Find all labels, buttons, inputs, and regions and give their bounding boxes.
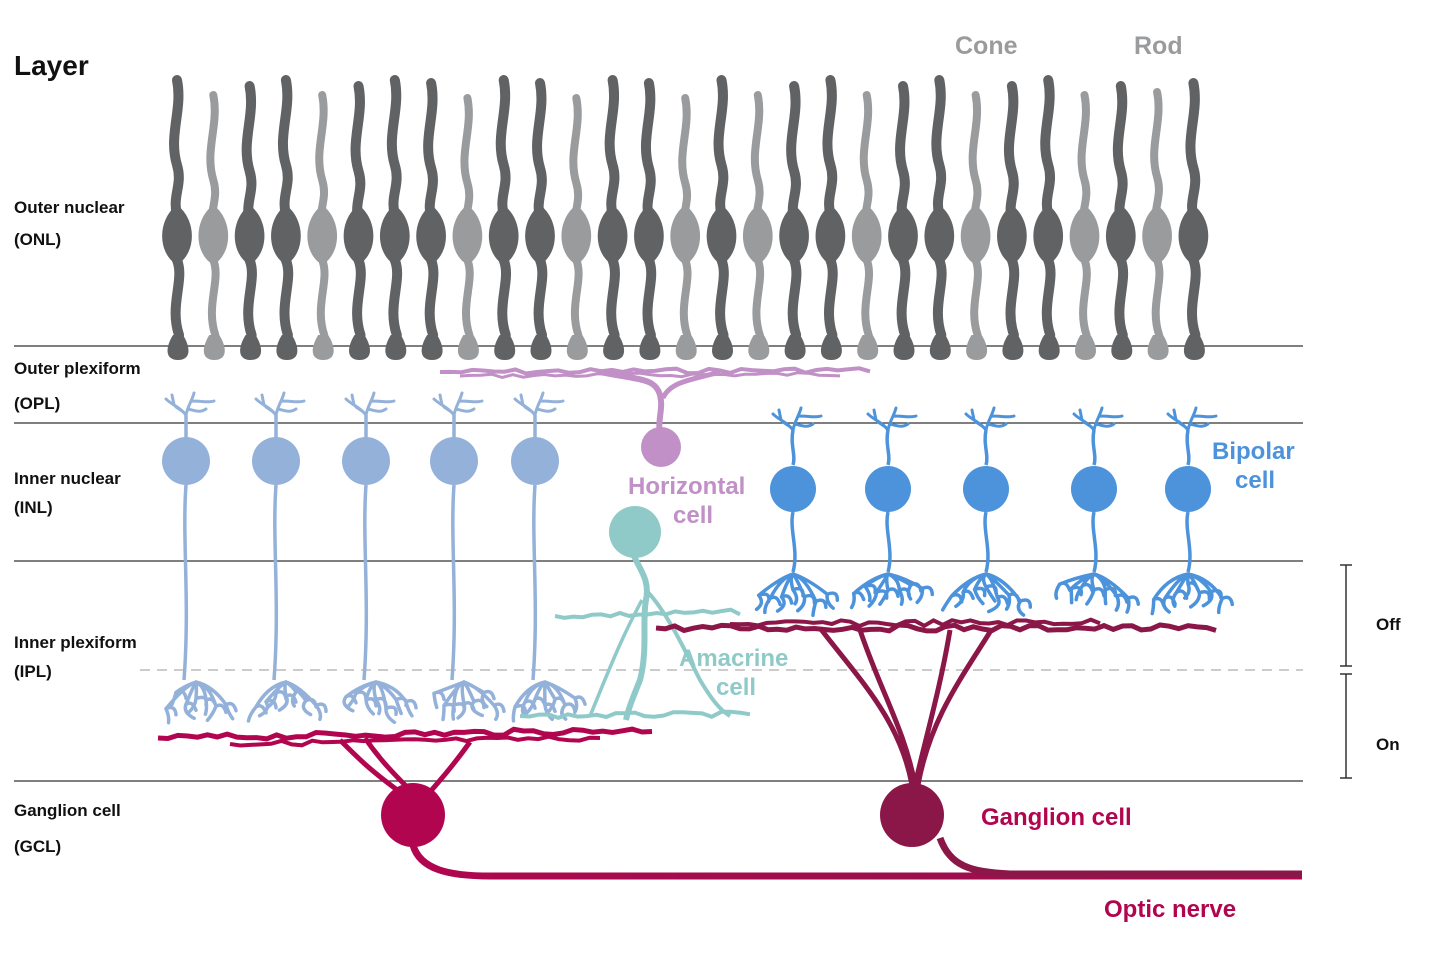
rod-cell xyxy=(525,78,555,360)
optic-nerve-on xyxy=(409,843,1302,880)
bipolar-cell-label-line2: cell xyxy=(1235,467,1276,494)
off-bipolar-cells xyxy=(754,406,1235,618)
optic-nerve-off xyxy=(936,836,1302,878)
horizontal-cell xyxy=(439,366,871,467)
bipolar-cell-on xyxy=(162,391,238,725)
photoreceptor-row xyxy=(162,75,1209,360)
bipolar-cell-off xyxy=(754,406,840,618)
rod-cell xyxy=(1105,81,1136,360)
cone-cell xyxy=(742,91,773,360)
optic-nerve-label: Optic nerve xyxy=(1104,896,1237,923)
layer-onl-abbr: (ONL) xyxy=(14,230,62,249)
rod-cell xyxy=(379,75,410,360)
cone-cell xyxy=(307,91,338,360)
rod-cell xyxy=(779,81,809,360)
bipolar-cell-off xyxy=(1054,406,1141,614)
cone-cell xyxy=(960,91,991,360)
amacrine-cell-label-line1: Amacrine xyxy=(679,645,789,672)
rod-cell xyxy=(888,81,918,360)
rod-cell xyxy=(924,75,955,360)
layer-ipl-name: Inner plexiform xyxy=(14,633,137,652)
rod-cell xyxy=(1178,78,1209,360)
cone-cell xyxy=(452,94,483,360)
cone-cell xyxy=(851,91,882,360)
layer-inl-abbr: (INL) xyxy=(14,498,53,517)
rod-cell xyxy=(634,78,664,360)
bipolar-cell-off xyxy=(1150,406,1235,616)
off-sublayer-label: Off xyxy=(1376,615,1401,634)
rod-label: Rod xyxy=(1134,32,1183,60)
bipolar-cell-on xyxy=(511,391,587,723)
cone-label: Cone xyxy=(955,32,1018,60)
rod-cell xyxy=(234,81,265,360)
ganglion-cell-label: Ganglion cell xyxy=(981,804,1132,831)
bipolar-cell-off xyxy=(849,406,935,610)
layer-gcl-abbr: (GCL) xyxy=(14,837,62,856)
rod-cell xyxy=(343,81,374,360)
rod-cell xyxy=(597,75,628,360)
rod-cell xyxy=(997,81,1027,360)
ganglion-cells xyxy=(157,617,1302,880)
on-sublayer-label: On xyxy=(1376,735,1400,754)
rod-cell xyxy=(162,75,192,360)
layer-opl-abbr: (OPL) xyxy=(14,394,61,413)
bipolar-cell-on xyxy=(430,391,506,722)
layer-ipl-abbr: (IPL) xyxy=(14,662,52,681)
amacrine-cell xyxy=(519,506,751,721)
bipolar-cell-off xyxy=(940,406,1033,617)
on-bipolar-cells xyxy=(162,391,587,725)
cone-cell xyxy=(198,91,229,360)
bipolar-cell-label-line1: Bipolar xyxy=(1212,438,1295,465)
cone-cell xyxy=(1142,88,1172,360)
rod-cell xyxy=(706,75,737,360)
layer-opl-name: Outer plexiform xyxy=(14,359,141,378)
rod-cell xyxy=(815,75,846,360)
cone-cell xyxy=(1069,91,1100,360)
off-on-bracket xyxy=(1340,564,1352,779)
cone-cell xyxy=(561,94,592,360)
layer-onl-name: Outer nuclear xyxy=(14,198,125,217)
layer-heading: Layer xyxy=(14,50,89,81)
ganglion-cell-on xyxy=(157,726,653,847)
rod-cell xyxy=(488,75,519,360)
rod-cell xyxy=(271,75,301,360)
ganglion-cell-off xyxy=(655,617,1217,847)
amacrine-cell-label-line2: cell xyxy=(716,674,757,701)
cone-cell xyxy=(670,94,701,360)
layer-inl-name: Inner nuclear xyxy=(14,469,121,488)
horizontal-cell-label-line2: cell xyxy=(673,502,714,529)
layer-gcl-name: Ganglion cell xyxy=(14,801,121,820)
horizontal-cell-label-line1: Horizontal xyxy=(628,473,746,500)
rod-cell xyxy=(1033,75,1064,360)
bipolar-cell-on xyxy=(246,391,328,723)
rod-cell xyxy=(416,78,446,360)
bipolar-cell-on xyxy=(342,391,418,725)
